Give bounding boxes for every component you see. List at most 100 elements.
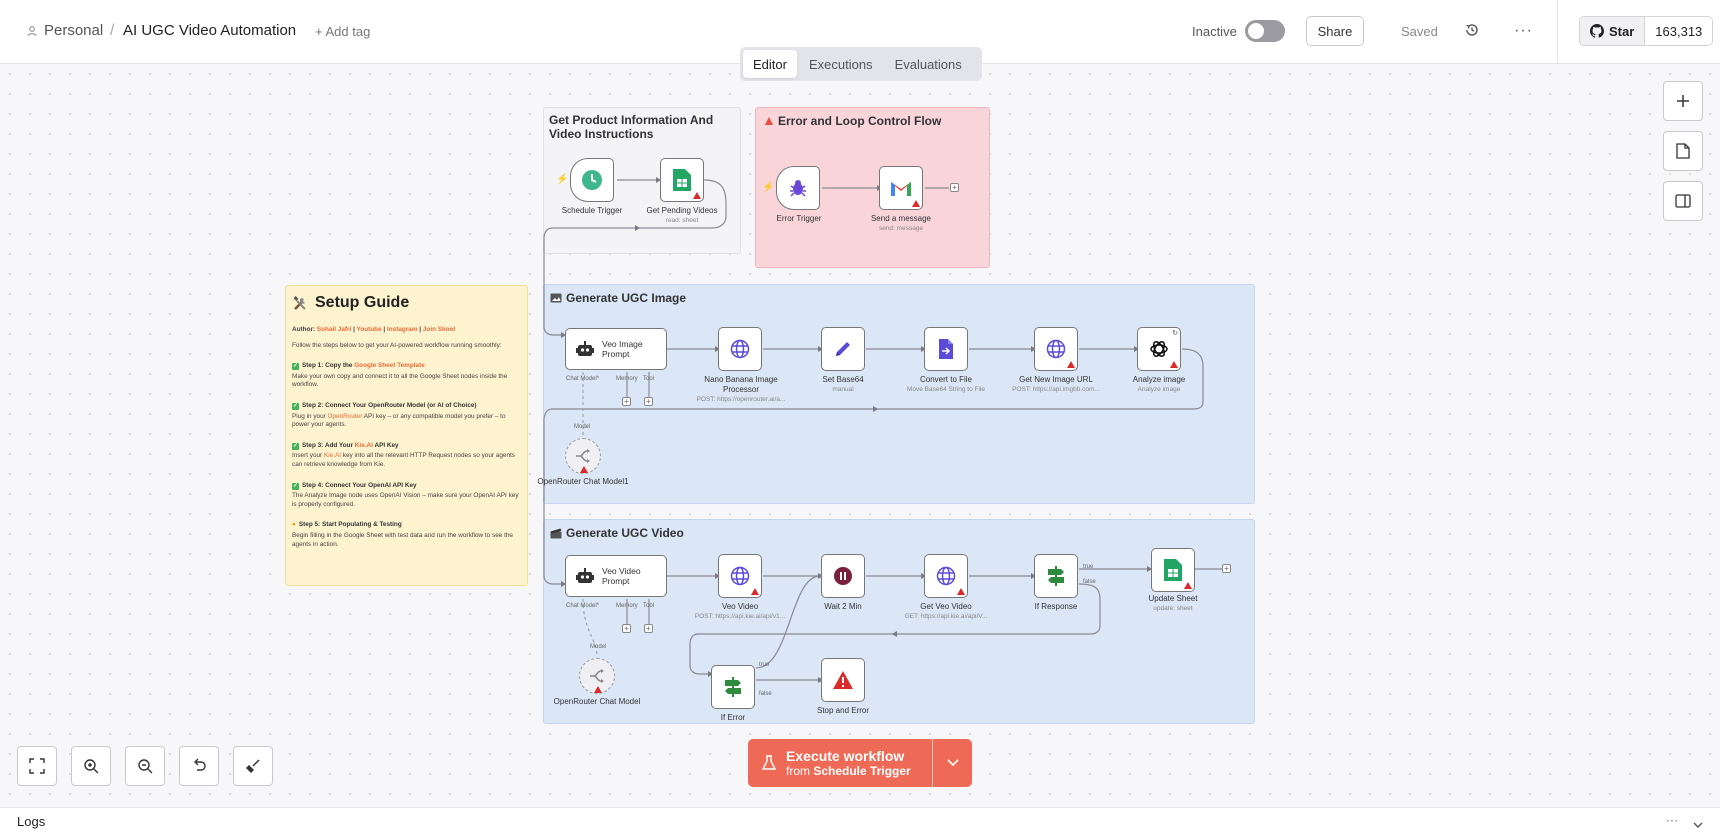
node-openrouter-chat-model1[interactable] — [565, 438, 601, 474]
workflow-title[interactable]: AI UGC Video Automation — [123, 22, 297, 39]
globe-icon — [936, 566, 956, 586]
history-icon[interactable] — [1464, 22, 1480, 43]
label-openrouter-chat-model1: OpenRouter Chat Model1 — [537, 477, 629, 486]
setup-guide-note[interactable]: Setup Guide Author: Sohail Jafri | Youtu… — [285, 285, 528, 586]
toggle-panel-button[interactable] — [1663, 181, 1703, 221]
active-toggle[interactable] — [1245, 20, 1285, 42]
chevron-down-icon[interactable] — [1693, 816, 1703, 833]
tab-editor[interactable]: Editor — [743, 50, 797, 78]
node-schedule-trigger[interactable] — [570, 158, 614, 202]
node-get-veo-video[interactable] — [924, 554, 968, 598]
status-label: Inactive — [1192, 24, 1237, 39]
node-if-error[interactable] — [711, 665, 755, 709]
add-tool-icon[interactable]: + — [644, 397, 653, 406]
tidy-up-button[interactable] — [233, 746, 273, 786]
guide-youtube-link[interactable]: Youtube — [356, 326, 382, 333]
add-tag-button[interactable]: + Add tag — [315, 24, 371, 39]
group-error-title-text: Error and Loop Control Flow — [778, 114, 942, 128]
add-node-icon[interactable]: + — [1222, 564, 1231, 573]
tab-executions[interactable]: Executions — [808, 56, 873, 72]
share-button[interactable]: Share — [1306, 16, 1364, 46]
guide-step5-body: Begin filling in the Google Sheet with t… — [292, 531, 513, 548]
group-video[interactable]: Generate UGC Video — [543, 519, 1255, 724]
add-tool-icon[interactable]: + — [644, 624, 653, 633]
guide-step3-body: Insert your Kie.AI key into all the rele… — [292, 452, 521, 469]
port-true: true — [759, 662, 770, 668]
check-icon: ✓ — [292, 482, 299, 490]
add-node-button[interactable] — [1663, 81, 1703, 121]
breadcrumb-personal-label: Personal — [44, 22, 104, 39]
robot-icon — [576, 568, 594, 583]
add-node-icon[interactable]: + — [950, 183, 959, 192]
workflow-canvas[interactable]: Get Product Information And Video Instru… — [0, 64, 1720, 807]
fit-view-button[interactable] — [17, 746, 57, 786]
guide-step2-body-a: Plug in your — [292, 412, 328, 420]
warning-icon — [693, 192, 701, 199]
node-error-trigger[interactable] — [776, 166, 820, 210]
guide-step1-body: Make your own copy and connect it to all… — [292, 372, 508, 389]
group-image-title: Generate UGC Image — [550, 291, 850, 305]
node-get-new-image-url[interactable] — [1034, 327, 1078, 371]
undo-button[interactable] — [179, 746, 219, 786]
guide-step4-body: The Analyze Image node uses OpenAI Visio… — [292, 492, 519, 508]
guide-step2-body: Plug in your OpenRouter API key – or any… — [292, 413, 521, 430]
zoom-in-button[interactable] — [71, 746, 111, 786]
guide-instagram-link[interactable]: Instagram — [386, 326, 418, 333]
breadcrumb-personal[interactable]: Personal — [26, 22, 103, 39]
tab-evaluations[interactable]: Evaluations — [894, 56, 962, 72]
warning-icon — [912, 200, 920, 207]
logs-bar[interactable]: Logs ··· — [0, 807, 1720, 833]
port-memory: Memory — [616, 376, 638, 382]
guide-step1-title-text: Step 1: Copy the — [302, 362, 355, 370]
panel-icon — [1675, 194, 1691, 208]
node-send-message[interactable] — [879, 166, 923, 210]
node-openrouter-chat-model[interactable] — [579, 658, 615, 694]
node-convert-to-file[interactable] — [924, 327, 968, 371]
node-veo-video-prompt[interactable]: Veo Video Prompt — [565, 555, 667, 597]
guide-author-link[interactable]: Sohail Jafri — [316, 326, 352, 333]
node-get-pending-videos[interactable] — [660, 158, 704, 202]
execute-workflow-main[interactable]: Execute workflow from Schedule Trigger — [748, 739, 932, 787]
label-if-error: If Error — [720, 713, 746, 722]
zoom-out-button[interactable] — [125, 746, 165, 786]
group-image[interactable]: Generate UGC Image — [543, 284, 1255, 504]
logs-label: Logs — [17, 814, 46, 829]
port-model: Model — [590, 644, 607, 650]
github-star-button[interactable]: Star — [1580, 17, 1646, 45]
execute-label: Execute workflow — [786, 747, 905, 764]
node-veo-image-prompt[interactable]: Veo Image Prompt — [565, 328, 667, 370]
more-options-icon[interactable]: ··· — [1514, 22, 1533, 39]
logs-more-icon[interactable]: ··· — [1666, 813, 1678, 827]
node-stop-and-error[interactable] — [821, 658, 865, 702]
guide-openrouter-link[interactable]: OpenRouter — [327, 412, 363, 420]
label-wait-2-min: Wait 2 Min — [824, 602, 862, 611]
node-analyze-image[interactable]: ↻ — [1137, 327, 1181, 371]
clapper-icon — [550, 528, 562, 538]
setup-guide-title: Setup Guide — [292, 294, 521, 312]
label-get-pending-videos: Get Pending Videos — [646, 206, 718, 215]
node-nano-banana[interactable] — [718, 327, 762, 371]
node-veo-video[interactable] — [718, 554, 762, 598]
add-sticky-button[interactable] — [1663, 131, 1703, 171]
warning-icon — [580, 466, 588, 473]
node-if-response[interactable] — [1034, 554, 1078, 598]
guide-kie-link[interactable]: Kie.AI — [354, 441, 373, 449]
port-false: false — [759, 691, 772, 697]
node-wait-2-min[interactable] — [821, 554, 865, 598]
node-update-sheet[interactable] — [1151, 548, 1195, 592]
github-icon — [1590, 24, 1604, 38]
guide-kie-link-2[interactable]: Kie.AI — [323, 452, 342, 460]
github-star-widget[interactable]: Star 163,313 — [1579, 16, 1714, 46]
guide-author: Author: Sohail Jafri | Youtube | Instagr… — [292, 326, 456, 333]
check-icon: ✓ — [292, 363, 299, 371]
port-chat-model: Chat Model* — [566, 603, 600, 609]
add-memory-icon[interactable]: + — [622, 397, 631, 406]
google-sheets-icon — [673, 169, 691, 191]
guide-step4-title-text: Step 4: Connect Your OpenAI API Key — [302, 481, 417, 489]
execute-dropdown-button[interactable] — [932, 739, 972, 787]
guide-sheet-template-link[interactable]: Google Sheet Template — [354, 362, 425, 370]
node-set-base64[interactable] — [821, 327, 865, 371]
guide-skool-link[interactable]: Join Skool — [422, 326, 456, 333]
add-memory-icon[interactable]: + — [622, 624, 631, 633]
execute-workflow-button[interactable]: Execute workflow from Schedule Trigger — [748, 739, 972, 787]
